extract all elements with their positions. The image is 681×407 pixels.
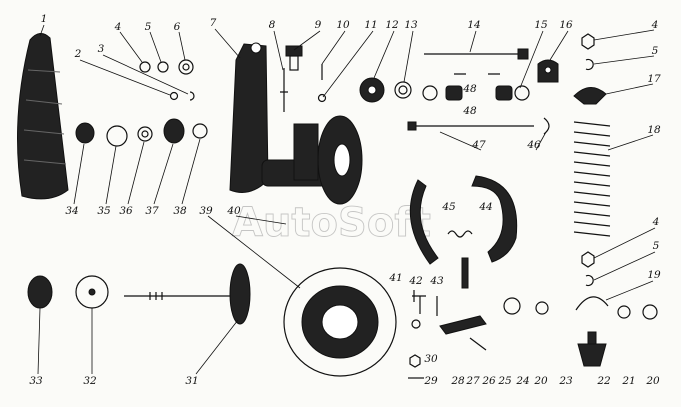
part-label-11: 11 — [364, 19, 377, 31]
part-label-15: 15 — [534, 19, 548, 31]
part-label-27: 27 — [465, 375, 480, 387]
part-right-nut-washer-top — [573, 33, 607, 105]
part-bushings-row — [75, 118, 208, 147]
part-label-44: 44 — [478, 201, 492, 213]
part-label-2: 2 — [74, 48, 82, 60]
part-lever-26 — [411, 315, 487, 351]
part-label-5a: 5 — [145, 21, 152, 33]
part-bearing-12 — [359, 77, 385, 103]
part-label-28: 28 — [450, 375, 465, 387]
part-small-fasteners — [412, 257, 469, 316]
part-brake-drum — [283, 267, 397, 377]
part-label-39: 39 — [199, 205, 213, 217]
part-label-26: 26 — [481, 375, 496, 387]
part-cover — [17, 33, 69, 200]
part-label-37: 37 — [145, 205, 159, 217]
part-label-9: 9 — [315, 19, 322, 31]
part-label-5c: 5 — [653, 240, 660, 252]
part-label-34: 34 — [65, 205, 78, 217]
part-label-35: 35 — [97, 205, 111, 217]
part-ring-13 — [394, 81, 412, 99]
part-label-41: 41 — [388, 272, 402, 284]
part-bolt-8 — [280, 68, 288, 112]
part-axle-shaft-31 — [124, 263, 251, 325]
part-label-47: 47 — [471, 139, 486, 151]
part-rod-47 — [407, 117, 550, 135]
part-label-24: 24 — [515, 375, 529, 387]
part-label-13: 13 — [404, 19, 418, 31]
part-washers-top-left — [139, 59, 194, 75]
part-label-46: 46 — [526, 139, 541, 151]
part-label-3: 3 — [98, 43, 105, 55]
part-right-nut-washer-bottom — [575, 251, 609, 311]
part-label-21: 21 — [621, 375, 635, 387]
part-label-20a: 20 — [533, 375, 548, 387]
part-label-4a: 4 — [114, 21, 122, 33]
part-shaft-14 — [424, 48, 529, 60]
part-label-1: 1 — [41, 13, 48, 25]
part-label-40: 40 — [226, 205, 241, 217]
part-label-8: 8 — [269, 19, 276, 31]
part-label-18: 18 — [647, 124, 661, 136]
part-label-48a: 48 — [462, 83, 477, 95]
part-rings-20-23 — [503, 297, 549, 315]
part-label-6: 6 — [174, 21, 181, 33]
part-bracket-16 — [537, 59, 559, 83]
part-label-17: 17 — [647, 73, 661, 85]
part-label-16: 16 — [559, 19, 573, 31]
part-fitting-9 — [285, 45, 303, 71]
part-label-5b: 5 — [652, 45, 659, 57]
part-label-45: 45 — [441, 201, 456, 213]
part-label-32: 32 — [83, 375, 97, 387]
part-washers-21-20 — [617, 304, 658, 320]
part-label-23: 23 — [558, 375, 573, 387]
part-label-43: 43 — [429, 275, 444, 287]
part-label-4b: 4 — [651, 19, 659, 31]
part-bushings-48 — [422, 73, 530, 101]
part-label-38: 38 — [173, 205, 187, 217]
part-brake-shoes — [409, 175, 518, 265]
part-label-42: 42 — [408, 275, 423, 287]
part-label-19: 19 — [647, 269, 661, 281]
part-label-30: 30 — [424, 353, 438, 365]
part-small-pins — [317, 64, 327, 103]
part-label-10: 10 — [336, 19, 350, 31]
part-label-12: 12 — [385, 19, 399, 31]
part-fitting-22 — [577, 331, 607, 367]
part-bushing-33 — [27, 275, 53, 309]
part-small-ring — [189, 91, 195, 101]
part-label-7: 7 — [210, 17, 217, 29]
part-label-20b: 20 — [645, 375, 660, 387]
part-nut-30 — [408, 354, 424, 379]
part-label-31: 31 — [185, 375, 198, 387]
part-label-29: 29 — [423, 375, 438, 387]
watermark: AutoSoft — [232, 200, 431, 246]
part-label-4c: 4 — [652, 216, 660, 228]
part-label-25: 25 — [497, 375, 512, 387]
part-seal-32 — [75, 275, 109, 309]
part-label-22: 22 — [596, 375, 611, 387]
part-label-48b: 48 — [462, 105, 477, 117]
part-label-36: 36 — [119, 205, 133, 217]
part-camshaft-gear — [261, 115, 363, 205]
part-cotter-pin — [169, 91, 179, 101]
leader-lines — [37, 24, 656, 375]
part-label-33: 33 — [29, 375, 43, 387]
part-spring-18 — [573, 121, 611, 237]
part-label-14: 14 — [467, 19, 480, 31]
